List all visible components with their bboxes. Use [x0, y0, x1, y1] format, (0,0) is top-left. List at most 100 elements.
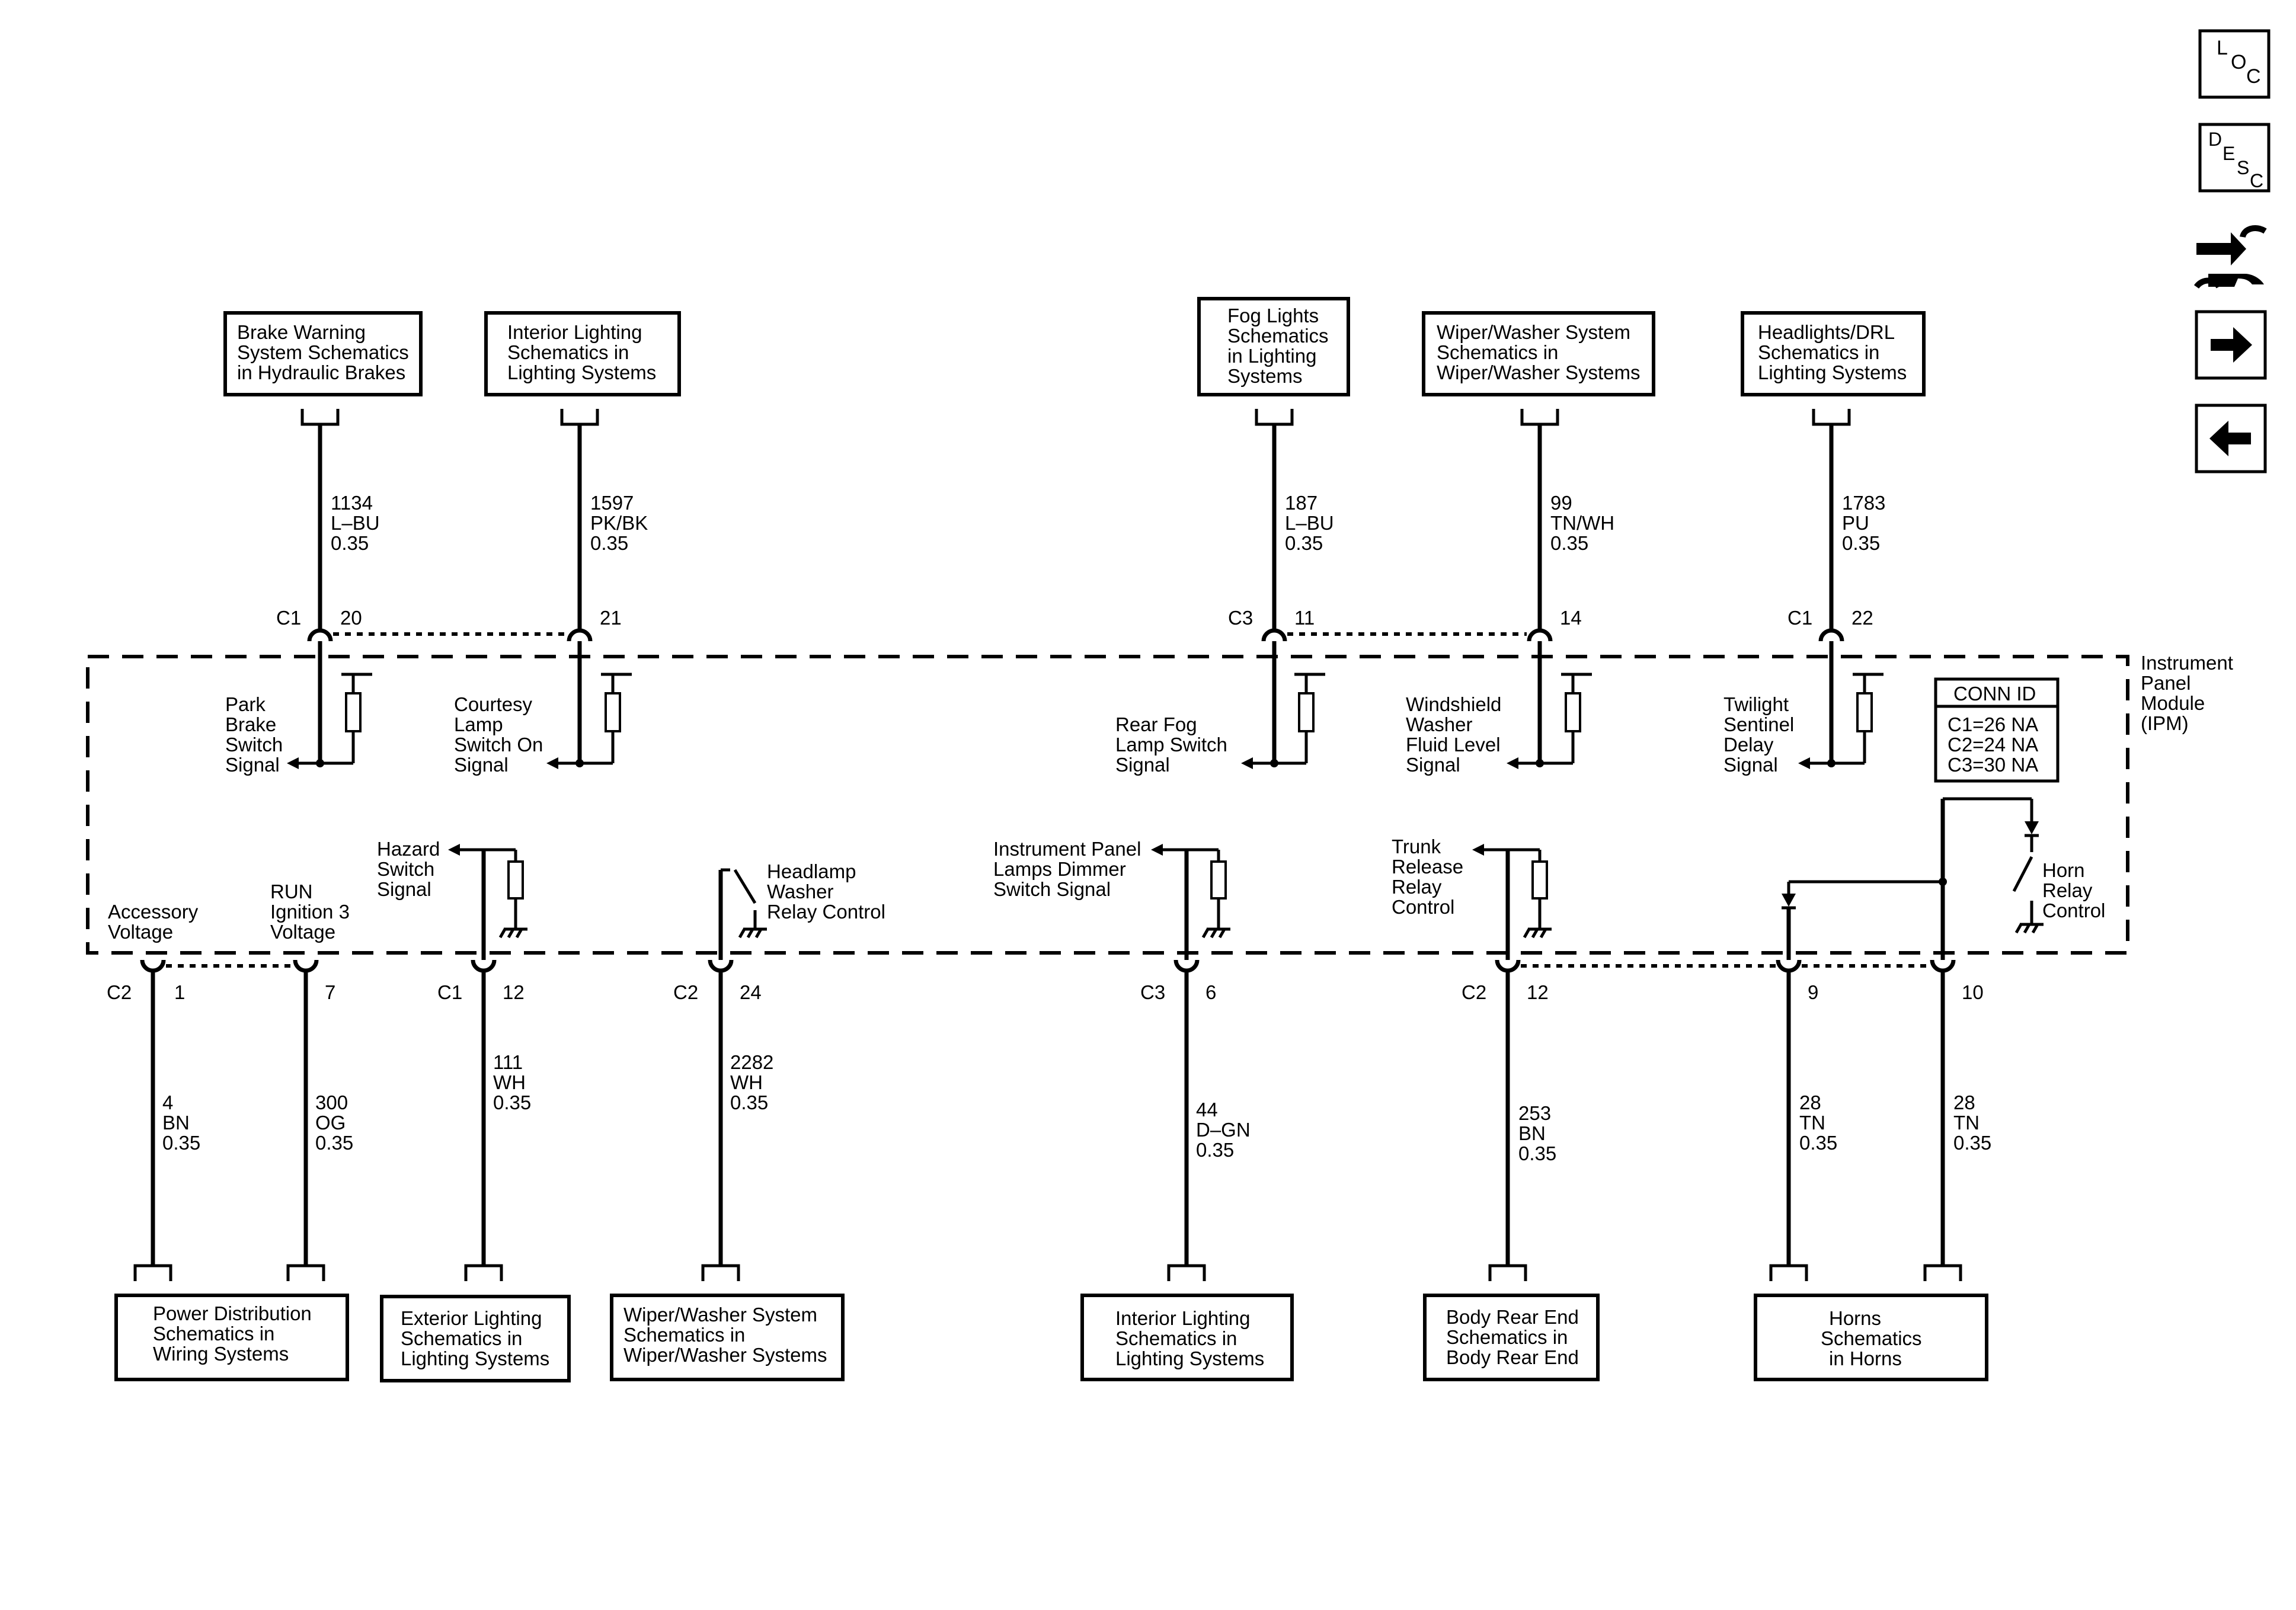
- input-washer-fluid-level: Windshield Washer Fluid Level Signal: [1406, 641, 1592, 776]
- circuit-number: 2282: [730, 1051, 773, 1073]
- wire-size: 0.35: [1842, 532, 1880, 554]
- previous-arrow-icon[interactable]: [2195, 404, 2267, 473]
- signal-label: Signal: [454, 754, 509, 776]
- signal-label: Twilight: [1723, 693, 1789, 715]
- desc-button[interactable]: D E S C: [2198, 123, 2271, 193]
- bottom-box-body-rear-end[interactable]: Body Rear End Schematics in Body Rear En…: [1423, 1294, 1600, 1381]
- box-line: Wiring Systems: [153, 1343, 289, 1365]
- circuit-number: 1783: [1842, 492, 1885, 514]
- bottom-wire-28-pin10: 28 TN 0.35: [1923, 971, 1991, 1281]
- signal-label: Instrument Panel: [993, 838, 1141, 860]
- signal-label: Voltage: [270, 921, 335, 943]
- wire-color: WH: [730, 1071, 763, 1093]
- desc-letter: E: [2223, 143, 2235, 164]
- connector-id: C1: [276, 607, 301, 629]
- bottom-wire-300: 300 OG 0.35: [286, 971, 353, 1281]
- desc-letter: D: [2208, 129, 2222, 150]
- wire-size: 0.35: [1518, 1142, 1556, 1164]
- module-label: Instrument Panel Module (IPM): [2141, 652, 2233, 734]
- input-park-brake-switch: Park Brake Switch Signal: [225, 641, 372, 776]
- signal-label: Lamp Switch: [1115, 734, 1227, 756]
- top-wire-1597: 1597 PK/BK 0.35: [560, 409, 648, 629]
- box-line: Power Distribution: [153, 1302, 312, 1324]
- module-label-line: Panel: [2141, 672, 2191, 694]
- module-label-line: Module: [2141, 692, 2205, 714]
- top-box-wiper-washer[interactable]: Wiper/Washer System Schematics in Wiper/…: [1422, 311, 1655, 396]
- input-courtesy-lamp-switch: Courtesy Lamp Switch On Signal: [454, 641, 632, 776]
- top-box-brake-warning[interactable]: Brake Warning System Schematics in Hydra…: [223, 311, 423, 396]
- bottom-box-power-distribution[interactable]: Power Distribution Schematics in Wiring …: [114, 1294, 349, 1381]
- circuit-number: 253: [1518, 1102, 1551, 1124]
- pin-number: 21: [600, 607, 622, 629]
- wire-size: 0.35: [1196, 1139, 1234, 1161]
- signal-label: Courtesy: [454, 693, 533, 715]
- bottom-box-wiper-washer[interactable]: Wiper/Washer System Schematics in Wiper/…: [610, 1294, 845, 1381]
- signal-label: Relay: [1392, 876, 1442, 898]
- bottom-wire-4: 4 BN 0.35: [133, 971, 200, 1281]
- pin-number: 12: [503, 981, 525, 1003]
- signal-run-ignition-label: RUN Ignition 3 Voltage: [270, 881, 350, 943]
- desc-letter: C: [2250, 170, 2263, 191]
- signal-label: Washer: [1406, 713, 1472, 735]
- wire-color: TN: [1799, 1112, 1825, 1134]
- wire-color: D–GN: [1196, 1119, 1251, 1141]
- box-line: Schematics in: [401, 1327, 522, 1349]
- box-line: Schematics in: [623, 1324, 745, 1346]
- signal-label: Horn: [2042, 859, 2085, 881]
- signal-label: Release: [1392, 856, 1463, 878]
- signal-label: Signal: [225, 754, 280, 776]
- pin-number: 9: [1808, 981, 1818, 1003]
- circuit-number: 99: [1550, 492, 1572, 514]
- pin-number: 12: [1527, 981, 1549, 1003]
- circuit-number: 1597: [590, 492, 634, 514]
- pin-number: 7: [325, 981, 335, 1003]
- box-line: Systems: [1227, 365, 1303, 387]
- wire-color: L–BU: [1285, 512, 1334, 534]
- top-connector-arcs: [307, 628, 1844, 642]
- circuit-number: 28: [1953, 1092, 1975, 1113]
- box-line: Interior Lighting: [507, 321, 642, 343]
- pin-number: 24: [740, 981, 762, 1003]
- signal-label: Signal: [1115, 754, 1170, 776]
- bottom-wire-28-pin9: 28 TN 0.35: [1769, 971, 1837, 1281]
- pin-number: 14: [1560, 607, 1582, 629]
- bottom-box-exterior-lighting[interactable]: Exterior Lighting Schematics in Lighting…: [380, 1295, 571, 1382]
- conn-id-title: CONN ID: [1953, 683, 2036, 705]
- wire-size: 0.35: [331, 532, 369, 554]
- signal-label: RUN: [270, 881, 313, 902]
- pin-number: 22: [1851, 607, 1873, 629]
- conn-id-line: C1=26 NA: [1948, 713, 2038, 735]
- top-box-headlights-drl[interactable]: Headlights/DRL Schematics in Lighting Sy…: [1741, 311, 1926, 396]
- signal-label: Switch On: [454, 734, 543, 756]
- wire-size: 0.35: [1953, 1132, 1991, 1154]
- top-box-interior-lighting[interactable]: Interior Lighting Schematics in Lighting…: [484, 311, 681, 396]
- diagnostic-tool-icon[interactable]: [2193, 225, 2267, 289]
- input-twilight-sentinel-delay: Twilight Sentinel Delay Signal: [1723, 641, 1884, 776]
- signal-label: Signal: [1406, 754, 1460, 776]
- bottom-connector-arcs: [140, 959, 1956, 973]
- wire-size: 0.35: [493, 1092, 531, 1113]
- input-ip-lamps-dimmer-switch: Instrument Panel Lamps Dimmer Switch Sig…: [993, 838, 1230, 960]
- connector-id: C2: [673, 981, 698, 1003]
- signal-label: Washer: [767, 881, 833, 902]
- bottom-wire-2282: 2282 WH 0.35: [701, 971, 773, 1281]
- bottom-box-horns[interactable]: Horns Schematics in Horns: [1754, 1294, 1988, 1381]
- top-wire-1783: 1783 PU 0.35: [1812, 409, 1885, 629]
- signal-label: Headlamp: [767, 860, 856, 882]
- next-arrow-icon[interactable]: [2195, 310, 2267, 380]
- bottom-box-interior-lighting[interactable]: Interior Lighting Schematics in Lighting…: [1080, 1294, 1294, 1381]
- box-line: Schematics in: [507, 341, 629, 363]
- conn-id-line: C2=24 NA: [1948, 734, 2038, 756]
- box-line: Lighting Systems: [1115, 1347, 1264, 1369]
- top-box-fog-lights[interactable]: Fog Lights Schematics in Lighting System…: [1197, 297, 1350, 396]
- connector-id: C1: [437, 981, 462, 1003]
- wire-size: 0.35: [1550, 532, 1588, 554]
- top-connector-labels: C1 20 21 C3 11 14 C1 22: [276, 607, 1873, 629]
- box-line: Wiper/Washer System: [1437, 321, 1630, 343]
- box-line: Horns: [1829, 1307, 1881, 1329]
- input-hazard-switch: Hazard Switch Signal: [377, 838, 527, 960]
- loc-button[interactable]: L O C: [2198, 29, 2271, 99]
- connector-id: C3: [1228, 607, 1253, 629]
- loc-letter: C: [2246, 65, 2261, 88]
